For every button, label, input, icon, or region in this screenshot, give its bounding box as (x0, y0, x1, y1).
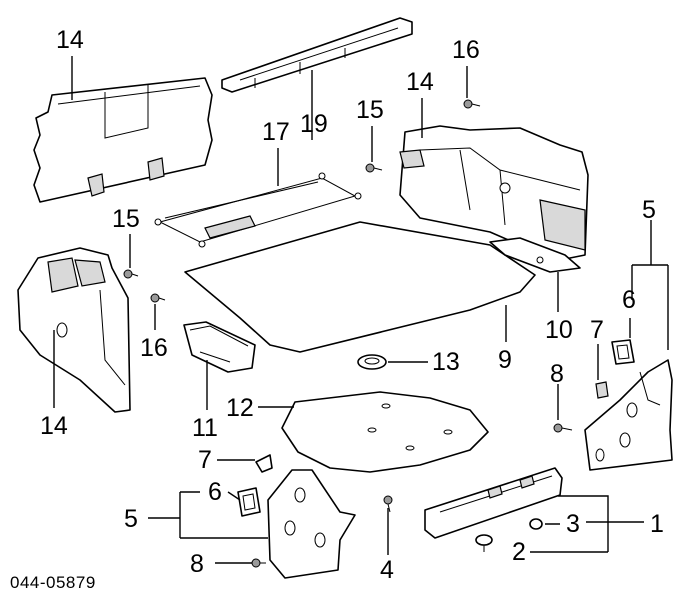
part-14-left-side-trim (17, 247, 131, 413)
callout-2: 2 (512, 538, 526, 566)
callout-18: 14 (56, 26, 84, 54)
part-4-screw (383, 495, 393, 513)
callout-6-right: 6 (622, 286, 636, 314)
callout-10: 10 (545, 316, 573, 344)
part-15-bolt-upper (365, 163, 383, 173)
callout-14-upper: 14 (406, 68, 434, 96)
part-6-right-grommet (611, 339, 635, 365)
part-8-left-screw (251, 558, 266, 568)
callout-16-lower: 16 (140, 334, 168, 362)
part-8-right-screw (553, 423, 573, 433)
part-14-right-side-trim (399, 125, 589, 261)
callout-4: 4 (380, 556, 394, 584)
callout-7-right: 7 (590, 316, 604, 344)
callout-5-right: 5 (642, 196, 656, 224)
callout-3: 3 (566, 510, 580, 538)
part-15-bolt-lower (123, 269, 139, 279)
part-18-seat-back-panel (33, 77, 213, 203)
part-5-left-lamp-cover (267, 469, 356, 579)
part-2-screw (475, 534, 493, 552)
part-3-clip (529, 518, 543, 530)
part-6-left-grommet (237, 487, 261, 517)
part-5-right-lamp-cover (584, 359, 673, 471)
part-11-storage-box (183, 321, 256, 373)
callout-13: 13 (432, 348, 460, 376)
part-16-bolt-upper (463, 99, 481, 109)
callout-8-left: 8 (190, 550, 204, 578)
callouts: 14 19 17 16 14 15 15 16 14 11 12 9 10 13… (40, 26, 664, 584)
part-12-spare-tire-cover (281, 391, 489, 473)
part-17-cargo-net (154, 172, 362, 248)
leader-lines (53, 56, 669, 564)
part-19-package-tray-trim (221, 17, 413, 93)
callout-11: 11 (192, 414, 218, 442)
callout-9: 9 (498, 346, 512, 374)
callout-15-upper: 15 (356, 96, 384, 124)
part-1-sill-trim (424, 467, 563, 539)
callout-15-lower: 15 (112, 205, 140, 233)
part-7-right-clip (595, 381, 609, 399)
catalog-code: 044-05879 (10, 573, 96, 592)
part-16-bolt-lower (150, 293, 166, 303)
part-13-plug (357, 354, 387, 370)
callout-8-right: 8 (550, 360, 564, 388)
callout-5-left: 5 (124, 505, 138, 533)
callout-6-left: 6 (208, 478, 222, 506)
callout-16-upper: 16 (452, 36, 480, 64)
callout-7-left: 7 (198, 446, 212, 474)
callout-1: 1 (650, 510, 664, 538)
callout-14-lower: 14 (40, 412, 68, 440)
part-10-floor-pad (489, 237, 581, 273)
part-9-trunk-floor-mat (184, 221, 536, 353)
callout-17: 17 (262, 118, 290, 146)
callout-19: 19 (300, 110, 328, 138)
part-7-left-clip (255, 454, 273, 473)
callout-12: 12 (226, 394, 254, 422)
